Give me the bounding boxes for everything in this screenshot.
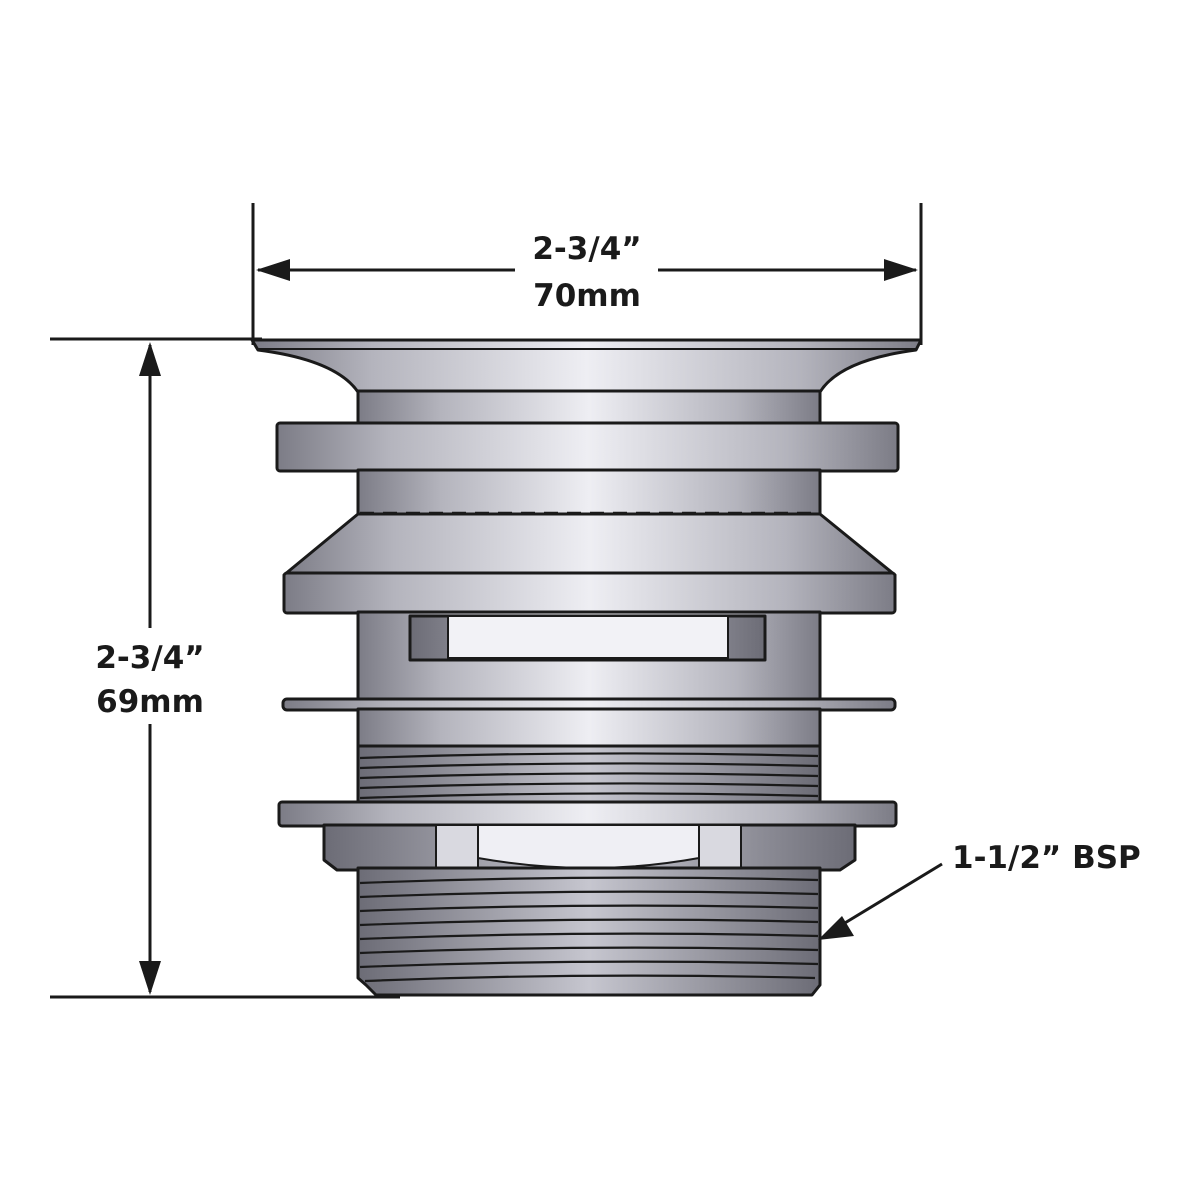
height-metric-label: 69mm	[96, 684, 204, 720]
drain-lower-flange	[282, 571, 897, 615]
thread-leader-arrowhead	[818, 916, 854, 940]
width-metric-label: 70mm	[533, 278, 641, 314]
upper-thread-lines	[359, 752, 819, 800]
drain-middle-body	[356, 468, 822, 516]
width-dimension: 2-3/4” 70mm	[251, 203, 923, 345]
drain-washer	[277, 800, 898, 828]
hex-nut-face-right	[698, 824, 742, 870]
height-arrowhead-bottom	[139, 961, 161, 995]
height-imperial-label: 2-3/4”	[95, 640, 204, 676]
drain-top-cap	[250, 338, 923, 394]
hex-nut-face-left	[435, 824, 479, 870]
width-arrowhead-left	[256, 259, 290, 281]
thread-label: 1-1/2” BSP	[952, 840, 1141, 876]
drain-lower-body	[356, 707, 822, 749]
hex-nut-center-face	[477, 824, 700, 869]
thread-callout: 1-1/2” BSP	[818, 840, 1141, 940]
width-imperial-label: 2-3/4”	[532, 231, 641, 267]
width-arrowhead-right	[884, 259, 918, 281]
height-dimension: 2-3/4” 69mm	[50, 337, 400, 999]
drain-slot-inner	[447, 615, 729, 659]
drain-upper-neck	[356, 389, 822, 427]
height-arrowhead-top	[139, 342, 161, 376]
drain-cone	[282, 512, 897, 577]
thread-leader-line	[829, 862, 943, 934]
drain-upper-flange	[275, 421, 900, 473]
drain-body	[250, 338, 923, 997]
lower-thread-lines	[359, 876, 819, 983]
